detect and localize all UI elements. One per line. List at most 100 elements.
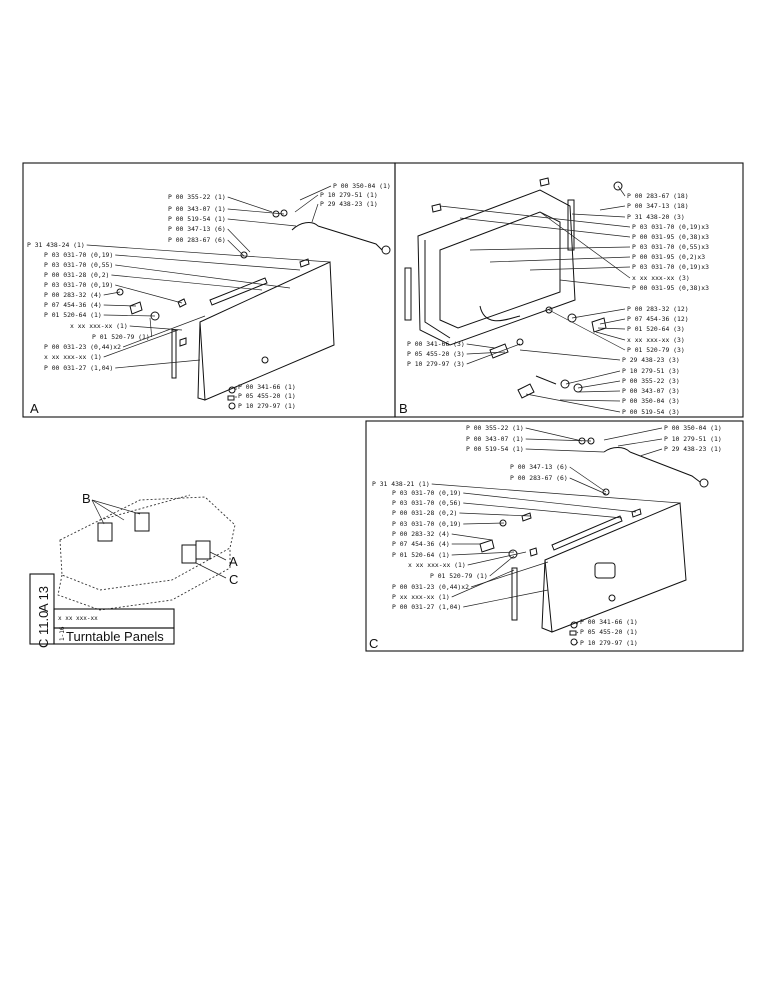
- overview-lead-b3: [91, 499, 141, 515]
- panel-c-part-label: P 00 350-04 (1): [664, 424, 722, 432]
- panel-c-leader-line: [467, 551, 527, 566]
- overview-panel-b2: [134, 512, 150, 532]
- panel-c-leader-line: [617, 438, 663, 447]
- panel-b-part-label: P 01 520-64 (3): [627, 325, 685, 333]
- panel-c-leader-line: [463, 522, 505, 525]
- panel-b-leader-line: [539, 211, 631, 279]
- panel-b-nut-1: [560, 379, 570, 389]
- panel-c-fastener-2: [569, 630, 577, 636]
- panel-b-part-label: P 10 279-51 (3): [622, 367, 680, 375]
- panel-a-part-label: x xx xxx-xx (1): [70, 322, 128, 330]
- panel-frames: [22, 162, 744, 652]
- panel-c-leader-line: [576, 631, 579, 634]
- panel-a-leader-line: [129, 325, 183, 331]
- panel-c-part-label: x xx xxx-xx (1): [408, 561, 466, 569]
- panel-b-latch-bolt: [516, 338, 524, 346]
- panel-b-letter: B: [399, 401, 408, 416]
- panel-c-part-label: P 00 031-28 (0,2): [392, 509, 457, 517]
- panel-a-leader-line: [294, 194, 319, 213]
- panel-b-cover: [417, 189, 576, 346]
- panel-a-part-label: P 29 438-23 (1): [320, 200, 378, 208]
- overview-body: [59, 496, 236, 591]
- panel-a-hinge-arm: [291, 222, 319, 231]
- panel-a-block-1: [179, 337, 187, 347]
- panel-a-leader-line: [103, 329, 179, 358]
- panel-c-leader-line: [639, 448, 663, 457]
- panel-a-part-label: P 05 455-20 (1): [238, 392, 296, 400]
- panel-b-part-label: P 03 031-70 (0,19)x3: [632, 263, 709, 271]
- panel-c-hole: [608, 594, 616, 602]
- panel-a-leader-line: [111, 274, 263, 291]
- panel-b-bracket: [591, 317, 607, 333]
- panel-c-part-label: P 00 031-27 (1,04): [392, 603, 461, 611]
- panel-c-part-label: P 10 279-97 (1): [580, 639, 638, 647]
- panel-c-block-2: [631, 508, 642, 518]
- panel-a-leader-line: [103, 304, 137, 307]
- panel-a-cover-edge: [197, 321, 206, 401]
- panel-c-part-label: P 03 031-70 (0,19): [392, 520, 461, 528]
- panel-a-part-label: x xx xxx-xx (1): [44, 353, 102, 361]
- panel-b-leader-line: [489, 256, 631, 263]
- panel-a-part-label: P 10 279-97 (1): [238, 402, 296, 410]
- panel-b-leader-line: [599, 205, 626, 211]
- panel-b-part-label: P 05 455-20 (3): [407, 350, 465, 358]
- panel-b-part-label: P 00 343-07 (3): [622, 387, 680, 395]
- title-part-no: x xx xxx-xx: [58, 615, 98, 622]
- panel-c-leader-line: [603, 427, 663, 441]
- panel-c-part-label: P 00 343-07 (1): [466, 435, 524, 443]
- panel-c-leader-line: [463, 589, 549, 608]
- panel-a-part-label: P 03 031-70 (0,19): [44, 251, 113, 259]
- panel-a-rod-end: [381, 245, 391, 255]
- panel-b-part-label: P 03 031-70 (0,19)x3: [632, 223, 709, 231]
- panel-a-part-label: P 07 454-36 (4): [44, 301, 102, 309]
- panel-a-part-label: P 01 520-79 (1): [92, 333, 150, 341]
- panel-c-hinge-arm: [603, 447, 631, 453]
- panel-a-leader-line: [115, 284, 183, 304]
- panel-b-part-label: x xx xxx-xx (3): [627, 336, 685, 344]
- panel-a-leader-line: [227, 208, 285, 215]
- overview-callout-a: A: [229, 554, 238, 569]
- panel-a-fastener-1: [228, 386, 236, 394]
- panel-b-part-label: P 00 031-95 (0,38)x3: [632, 284, 709, 292]
- panel-a-part-label: P 00 031-27 (1,04): [44, 364, 113, 372]
- panel-c-labels: P 00 355-22 (1) P 00 350-04 (1) P 00 343-0…: [372, 424, 722, 647]
- panel-c-window: [594, 562, 616, 579]
- panel-c-block-1: [521, 512, 532, 522]
- panel-c-leader-line: [463, 492, 637, 513]
- panel-c-letter: C: [369, 636, 378, 651]
- panel-a-drawing: [116, 209, 391, 410]
- panel-a-leader-line: [227, 218, 297, 227]
- panel-c-part-label: P 00 031-23 (0,44)x2: [392, 583, 469, 591]
- panel-b-part-label: P 29 438-23 (3): [622, 356, 680, 364]
- overview-callout-c: C: [229, 572, 238, 587]
- panel-c-strip: [551, 515, 623, 551]
- panel-c-bracket: [479, 539, 495, 553]
- panel-c-leader-line: [459, 512, 531, 517]
- panel-a-part-label: P 00 283-67 (6): [168, 236, 226, 244]
- panel-c-part-label: P 05 455-20 (1): [580, 628, 638, 636]
- panel-c-leader-line: [576, 641, 579, 644]
- panel-a-leader-line: [311, 203, 319, 223]
- panel-b-part-label: P 00 519-54 (3): [622, 408, 680, 416]
- panel-b-part-label: P 03 031-70 (0,55)x3: [632, 243, 709, 251]
- panel-b-leader-line: [571, 308, 626, 319]
- panel-c-part-label: P 01 520-64 (1): [392, 551, 450, 559]
- panel-a-strip-1: [209, 277, 268, 306]
- panel-b-part-label: P 00 355-22 (3): [622, 377, 680, 385]
- panel-a-labels: P 00 350-04 (1)P 00 355-22 (1)P 10 279-5…: [27, 182, 391, 410]
- panel-c-part-label: P 10 279-51 (1): [664, 435, 722, 443]
- panel-c-leader-line: [431, 483, 681, 504]
- panel-a-post: [171, 329, 177, 379]
- panel-b-part-label: P 31 438-20 (3): [627, 213, 685, 221]
- panel-c-leader-line: [525, 438, 592, 442]
- overview-lead-b1: [91, 499, 105, 525]
- panel-b-part-label: x xx xxx-xx (3): [632, 274, 690, 282]
- panel-c-block-3: [529, 547, 538, 557]
- panel-b-leader-line: [595, 331, 626, 341]
- panel-c-part-label: P 00 347-13 (6): [510, 463, 568, 471]
- panel-a-part-label: P 00 283-32 (4): [44, 291, 102, 299]
- panel-b-leader-line: [459, 217, 631, 238]
- panel-b-leader-line: [469, 246, 631, 251]
- panel-c-part-label: P 00 355-22 (1): [466, 424, 524, 432]
- panel-a-leader-line: [299, 185, 332, 201]
